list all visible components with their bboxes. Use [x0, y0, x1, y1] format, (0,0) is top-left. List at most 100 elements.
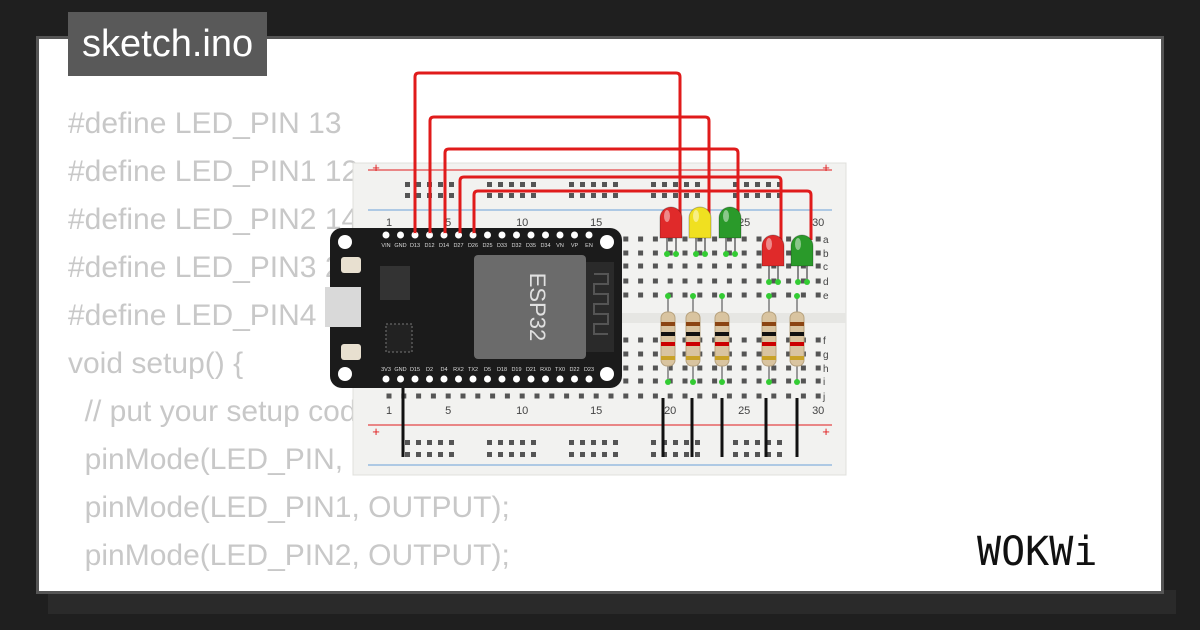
- breadboard-hole: [504, 393, 510, 399]
- column-label: 5: [445, 405, 451, 417]
- wire-end: [428, 233, 432, 237]
- led-highlight: [723, 210, 729, 222]
- pin-label: D22: [569, 367, 579, 373]
- pin-label: D15: [410, 367, 420, 373]
- rail-hole: [449, 193, 454, 198]
- board-pin: [498, 375, 506, 383]
- column-label: 25: [738, 217, 750, 229]
- code-line: pinMode(LED_PIN3, OUTPUT);: [68, 580, 617, 591]
- column-label: 20: [664, 405, 676, 417]
- pin-label: RX2: [453, 367, 464, 373]
- rail-hole: [427, 452, 432, 457]
- breadboard-hole: [549, 393, 555, 399]
- column-label: 1: [386, 217, 392, 229]
- rail-hole: [569, 193, 574, 198]
- breadboard-hole: [667, 393, 673, 399]
- breadboard-hole: [726, 236, 732, 242]
- rail-hole: [662, 193, 667, 198]
- resistor-band: [661, 332, 675, 336]
- resistor-band: [790, 322, 804, 326]
- breadboard-hole: [712, 292, 718, 298]
- breadboard-hole: [726, 292, 732, 298]
- pin-label: VP: [571, 243, 579, 249]
- rail-hole: [569, 182, 574, 187]
- rail-hole: [438, 193, 443, 198]
- code-line: void setup() {: [68, 347, 244, 380]
- rail-hole: [520, 452, 525, 457]
- rail-hole: [602, 193, 607, 198]
- rail-hole: [509, 182, 514, 187]
- row-label: g: [823, 350, 829, 361]
- connection-dot: [766, 279, 772, 285]
- breadboard-hole: [667, 278, 673, 284]
- breadboard-hole: [800, 378, 806, 384]
- row-label: h: [823, 364, 829, 375]
- breadboard-hole: [638, 236, 644, 242]
- rail-hole: [766, 440, 771, 445]
- rail-hole: [602, 440, 607, 445]
- rail-hole: [520, 193, 525, 198]
- pin-label: EN: [585, 243, 593, 249]
- rail-plus-label: +: [372, 160, 380, 175]
- breadboard-hole: [623, 378, 629, 384]
- breadboard-hole: [623, 250, 629, 256]
- rail-hole: [449, 182, 454, 187]
- board-pin: [440, 375, 448, 383]
- pin-label: D35: [526, 243, 536, 249]
- code-line: pinMode(LED_PIN1, OUTPUT);: [68, 491, 510, 524]
- breadboard-hole: [786, 263, 792, 269]
- connection-dot: [775, 279, 781, 285]
- rail-hole: [695, 440, 700, 445]
- breadboard-hole: [638, 378, 644, 384]
- breadboard-hole: [697, 278, 703, 284]
- connection-dot: [693, 251, 699, 257]
- rail-hole: [509, 440, 514, 445]
- breadboard-hole: [623, 393, 629, 399]
- breadboard-hole: [756, 351, 762, 357]
- breadboard-hole: [815, 292, 821, 298]
- breadboard-hole: [623, 263, 629, 269]
- column-label: 25: [738, 405, 750, 417]
- rail-hole: [580, 452, 585, 457]
- connection-dot: [719, 293, 725, 299]
- led-green: [790, 234, 814, 267]
- pin-label: D27: [453, 243, 463, 249]
- rail-hole: [591, 440, 596, 445]
- connection-dot: [673, 251, 679, 257]
- breadboard-hole: [741, 337, 747, 343]
- rail-hole: [602, 452, 607, 457]
- breadboard-hole: [667, 236, 673, 242]
- board-pin: [571, 375, 578, 383]
- breadboard-hole: [786, 278, 792, 284]
- breadboard-hole: [741, 292, 747, 298]
- breadboard-hole: [652, 250, 658, 256]
- breadboard-hole: [652, 393, 658, 399]
- board-pin: [498, 231, 506, 239]
- code-line: #define LED_PIN 13: [68, 107, 342, 140]
- resistor-band: [715, 342, 729, 346]
- rail-plus-label: +: [372, 424, 380, 439]
- rail-hole: [416, 193, 421, 198]
- pin-label: D34: [540, 243, 550, 249]
- resistor-band: [790, 332, 804, 336]
- rail-hole: [673, 440, 678, 445]
- rail-hole: [591, 452, 596, 457]
- breadboard-hole: [682, 365, 688, 371]
- rail-hole: [509, 452, 514, 457]
- breadboard-hole: [652, 351, 658, 357]
- resistor-band: [686, 322, 700, 326]
- voltage-regulator: [380, 266, 410, 300]
- rail-hole: [438, 452, 443, 457]
- connection-dot: [766, 293, 772, 299]
- breadboard-hole: [445, 393, 451, 399]
- breadboard-hole: [741, 393, 747, 399]
- rail-hole: [602, 182, 607, 187]
- breadboard-hole: [786, 393, 792, 399]
- resistor-band: [686, 356, 700, 360]
- signal-wire: [458, 175, 783, 240]
- rail-hole: [416, 182, 421, 187]
- row-label: e: [823, 291, 829, 302]
- column-label: 30: [812, 405, 824, 417]
- pin-label: VN: [556, 243, 564, 249]
